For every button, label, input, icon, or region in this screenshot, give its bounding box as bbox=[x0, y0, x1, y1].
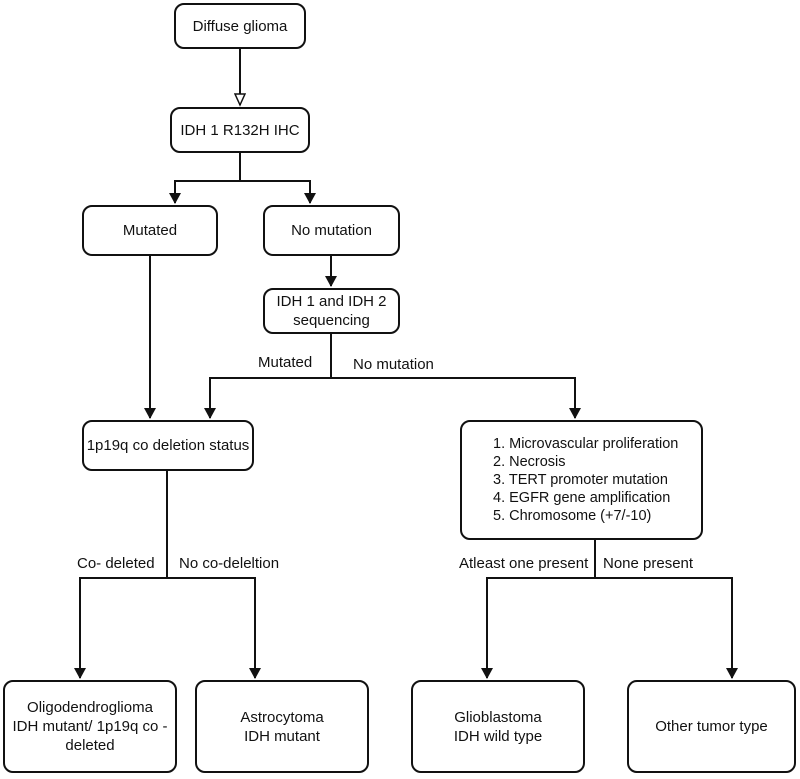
node-idh1-ihc: IDH 1 R132H IHC bbox=[170, 107, 310, 153]
node-other-tumor: Other tumor type bbox=[627, 680, 796, 773]
node-label: No mutation bbox=[291, 222, 372, 239]
node-astrocytoma: Astrocytoma IDH mutant bbox=[195, 680, 369, 773]
node-label-line: Glioblastoma bbox=[454, 708, 542, 726]
node-label-line: sequencing bbox=[293, 312, 370, 329]
criteria-item: 2. Necrosis bbox=[493, 454, 566, 470]
edge-criteria-atleast-one bbox=[481, 540, 596, 679]
node-label-line: Oligodendroglioma bbox=[27, 699, 153, 716]
node-sequencing: IDH 1 and IDH 2 sequencing bbox=[263, 288, 400, 334]
node-label-line: deleted bbox=[65, 737, 115, 754]
edge-label-seq-no-mutation: No mutation bbox=[353, 356, 434, 373]
node-oligodendroglioma: Oligodendroglioma IDH mutant/ 1p19q co -… bbox=[3, 680, 177, 773]
node-codeletion-status: 1p19q co deletion status bbox=[82, 420, 254, 471]
criteria-item: 4. EGFR gene amplification bbox=[493, 490, 671, 506]
node-no-mutation: No mutation bbox=[263, 205, 400, 256]
node-glioblastoma: Glioblastoma IDH wild type bbox=[411, 680, 585, 773]
node-mutated: Mutated bbox=[82, 205, 218, 256]
edge-seq-mutated bbox=[204, 334, 332, 419]
node-label-line: IDH mutant bbox=[244, 727, 320, 745]
node-label: IDH 1 R132H IHC bbox=[180, 121, 300, 139]
node-label: 1p19q co deletion status bbox=[86, 437, 250, 454]
node-criteria: 1. Microvascular proliferation 2. Necros… bbox=[460, 420, 703, 540]
edge-codel-no-codeletion bbox=[167, 577, 261, 679]
criteria-item: 1. Microvascular proliferation bbox=[493, 436, 679, 452]
edge-label-co-deleted: Co- deleted bbox=[77, 555, 155, 572]
edge-label-atleast-one: Atleast one present bbox=[459, 555, 589, 572]
edge-label-no-codeletion: No co-deleltion bbox=[179, 555, 280, 572]
node-label: Mutated bbox=[122, 222, 178, 239]
edge-seq-no-mutation bbox=[331, 377, 581, 419]
node-label-line: IDH 1 and IDH 2 bbox=[276, 293, 387, 310]
node-label: Diffuse glioma bbox=[192, 17, 288, 35]
criteria-item: 5. Chromosome (+7/-10) bbox=[493, 508, 652, 524]
node-diffuse-glioma: Diffuse glioma bbox=[174, 3, 306, 49]
node-label-line: IDH wild type bbox=[453, 727, 543, 745]
criteria-item: 3. TERT promoter mutation bbox=[493, 472, 668, 488]
edge-codel-co-deleted bbox=[74, 471, 168, 679]
edge-label-seq-mutated: Mutated bbox=[258, 354, 313, 371]
node-label: Other tumor type bbox=[655, 718, 768, 735]
criteria-list: 1. Microvascular proliferation 2. Necros… bbox=[493, 435, 678, 525]
edge-ihc-to-no-mutation bbox=[240, 180, 316, 204]
edge-label-none-present: None present bbox=[603, 555, 694, 572]
edge-criteria-none bbox=[595, 577, 738, 679]
node-label-line: Astrocytoma bbox=[240, 708, 324, 726]
edge-ihc-split bbox=[169, 153, 241, 204]
node-label-line: IDH mutant/ 1p19q co - bbox=[12, 718, 168, 735]
